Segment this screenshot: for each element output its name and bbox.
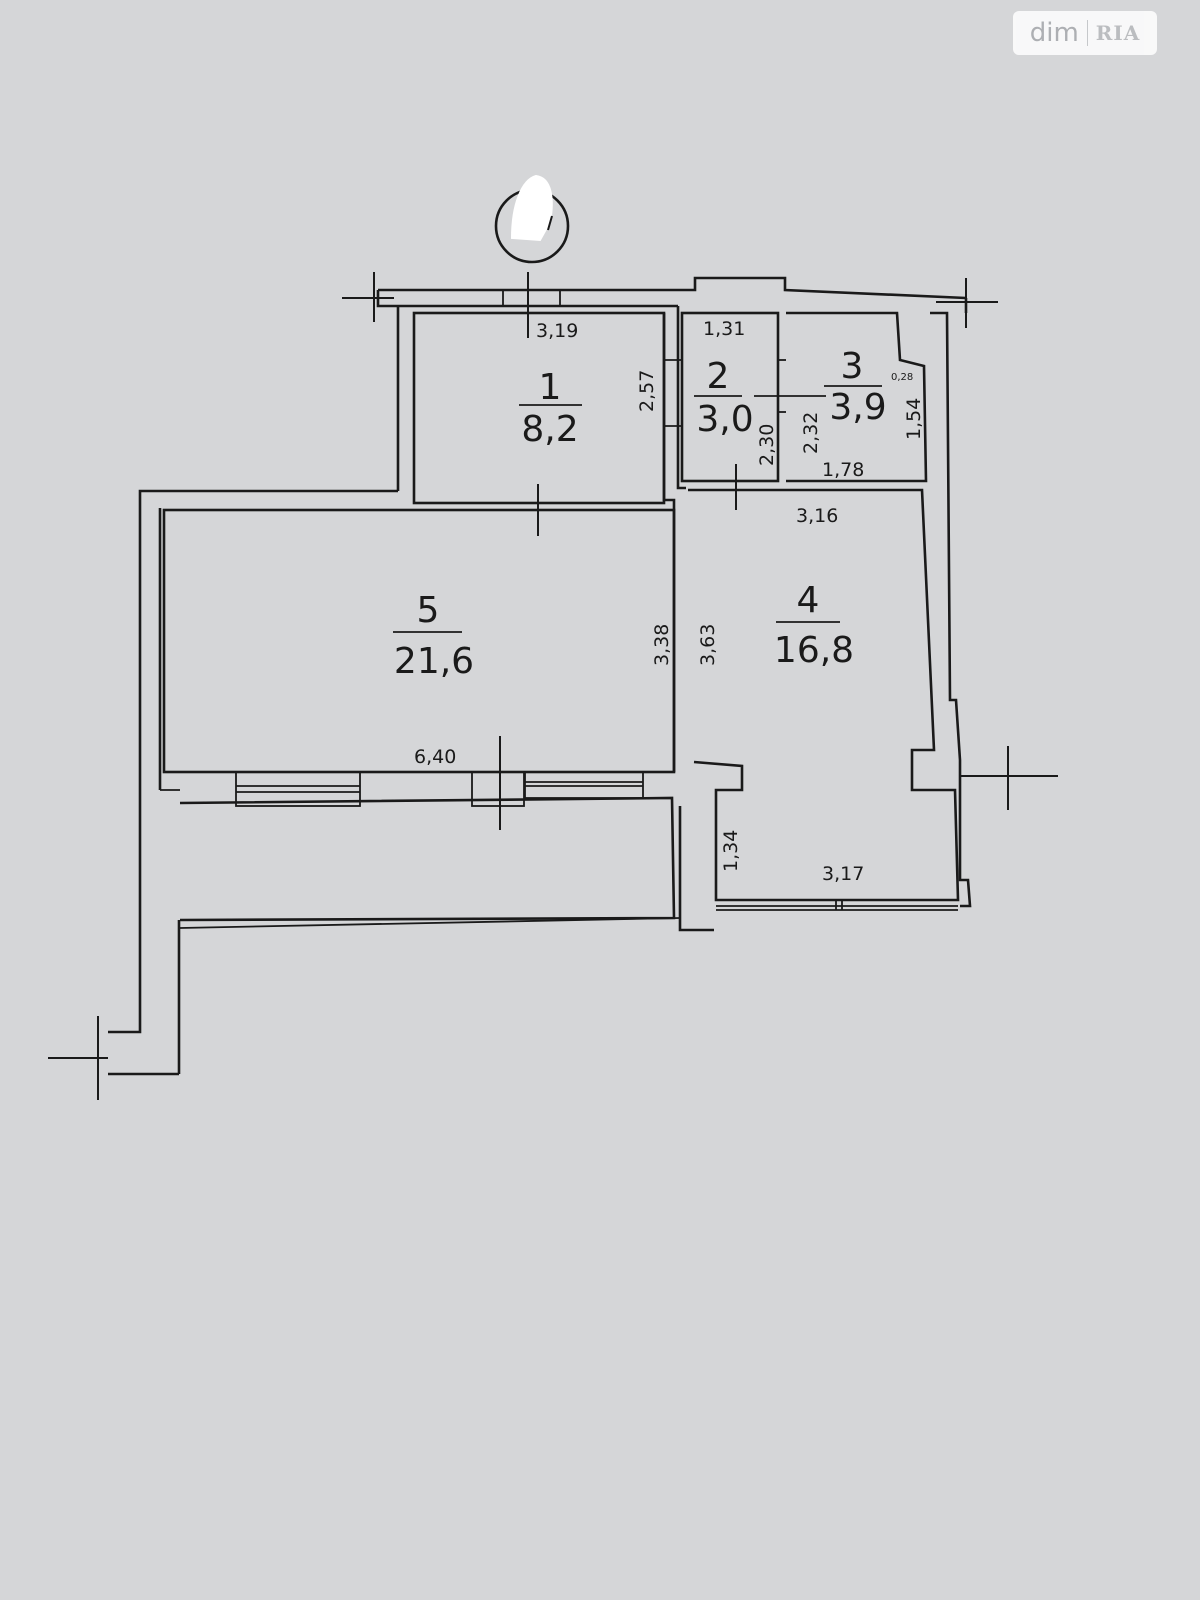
dim-room3-small: 0,28	[891, 372, 913, 383]
dim-room1-height: 2,57	[636, 370, 658, 412]
room-number: 1	[539, 367, 562, 408]
watermark-divider	[1086, 20, 1088, 46]
dim-room2-width: 1,31	[703, 318, 745, 340]
room-area: 3,0	[696, 399, 753, 440]
compass-north-icon	[494, 174, 570, 264]
dim-room3-height-right: 1,54	[903, 398, 925, 440]
dim-room5-height: 3,38	[651, 624, 673, 666]
watermark-brand: dim	[1029, 18, 1079, 48]
room-number: 5	[417, 590, 440, 631]
room-area: 8,2	[521, 409, 578, 450]
dim-room4-width-bottom: 3,17	[822, 863, 864, 885]
dim-room1-width: 3,19	[536, 320, 578, 342]
walls	[108, 276, 972, 1076]
room-number: 2	[707, 356, 730, 397]
room-label-3: 3 3,9	[754, 346, 887, 428]
dim-room4-height: 3,63	[697, 624, 719, 666]
watermark-sub: RIA	[1095, 21, 1141, 45]
room-area: 3,9	[829, 387, 886, 428]
room-label-5: 5 21,6	[393, 590, 474, 682]
room-number: 4	[797, 580, 820, 621]
dimension-labels: 3,19 2,57 1,31 2,30 2,32 1,78 1,54 0,28 …	[414, 318, 925, 885]
dimria-watermark-logo: dim RIA	[1013, 11, 1157, 55]
dim-room5-width: 6,40	[414, 746, 456, 768]
room-label-1: 1 8,2	[519, 367, 582, 450]
room-label-2: 2 3,0	[694, 356, 754, 440]
room-area: 21,6	[394, 641, 474, 682]
room-area: 16,8	[774, 630, 854, 671]
dim-room4-height-lower: 1,34	[720, 830, 742, 872]
room-number: 3	[841, 346, 864, 387]
room-label-4: 4 16,8	[774, 580, 854, 671]
dim-room3-height-left: 2,32	[800, 412, 822, 454]
dim-room3-width: 1,78	[822, 459, 864, 481]
grid-axis-marks	[48, 272, 1058, 1100]
dim-room2-height: 2,30	[756, 424, 778, 466]
dim-room4-width-top: 3,16	[796, 505, 838, 527]
